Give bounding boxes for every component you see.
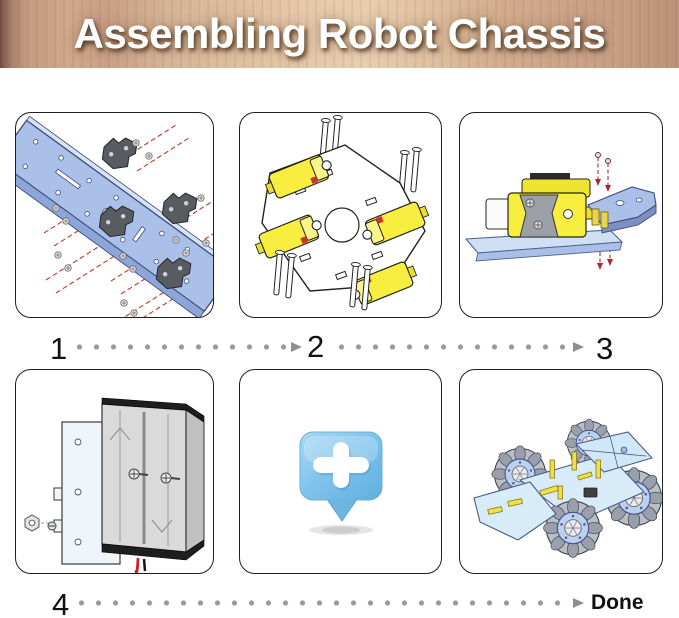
add-more-plus-bubble-icon (299, 431, 383, 535)
arrowhead-icon (573, 597, 584, 608)
assembled-mecanum-robot-illustration (473, 418, 662, 558)
battery-holder-on-plate-illustration (24, 397, 205, 573)
step3-panel (459, 112, 663, 318)
title-banner: Assembling Robot Chassis (0, 0, 679, 68)
done-label: Done (591, 591, 644, 614)
dotted-flow-arrow-2-3 (333, 341, 584, 353)
dotted-flow-arrow-1-2 (71, 341, 302, 353)
chassis-plate-with-motor-brackets-illustration (16, 115, 213, 317)
step1-panel (15, 112, 214, 318)
chassis-with-four-yellow-motors-illustration (251, 114, 433, 311)
motor-assembly-on-rail-illustration (464, 152, 657, 270)
arrowhead-icon (291, 341, 302, 352)
step5-panel (239, 369, 442, 574)
step1-label: 1 (50, 331, 68, 366)
step4-panel (15, 369, 214, 574)
step2-label: 2 (307, 329, 325, 364)
step2-panel (239, 112, 442, 318)
step3-label: 3 (596, 331, 614, 366)
step4-label: 4 (52, 587, 70, 618)
arrowhead-icon (573, 341, 584, 352)
step6-panel (459, 369, 663, 574)
dotted-flow-arrow-4-done (73, 597, 584, 609)
page-title: Assembling Robot Chassis (73, 10, 606, 57)
